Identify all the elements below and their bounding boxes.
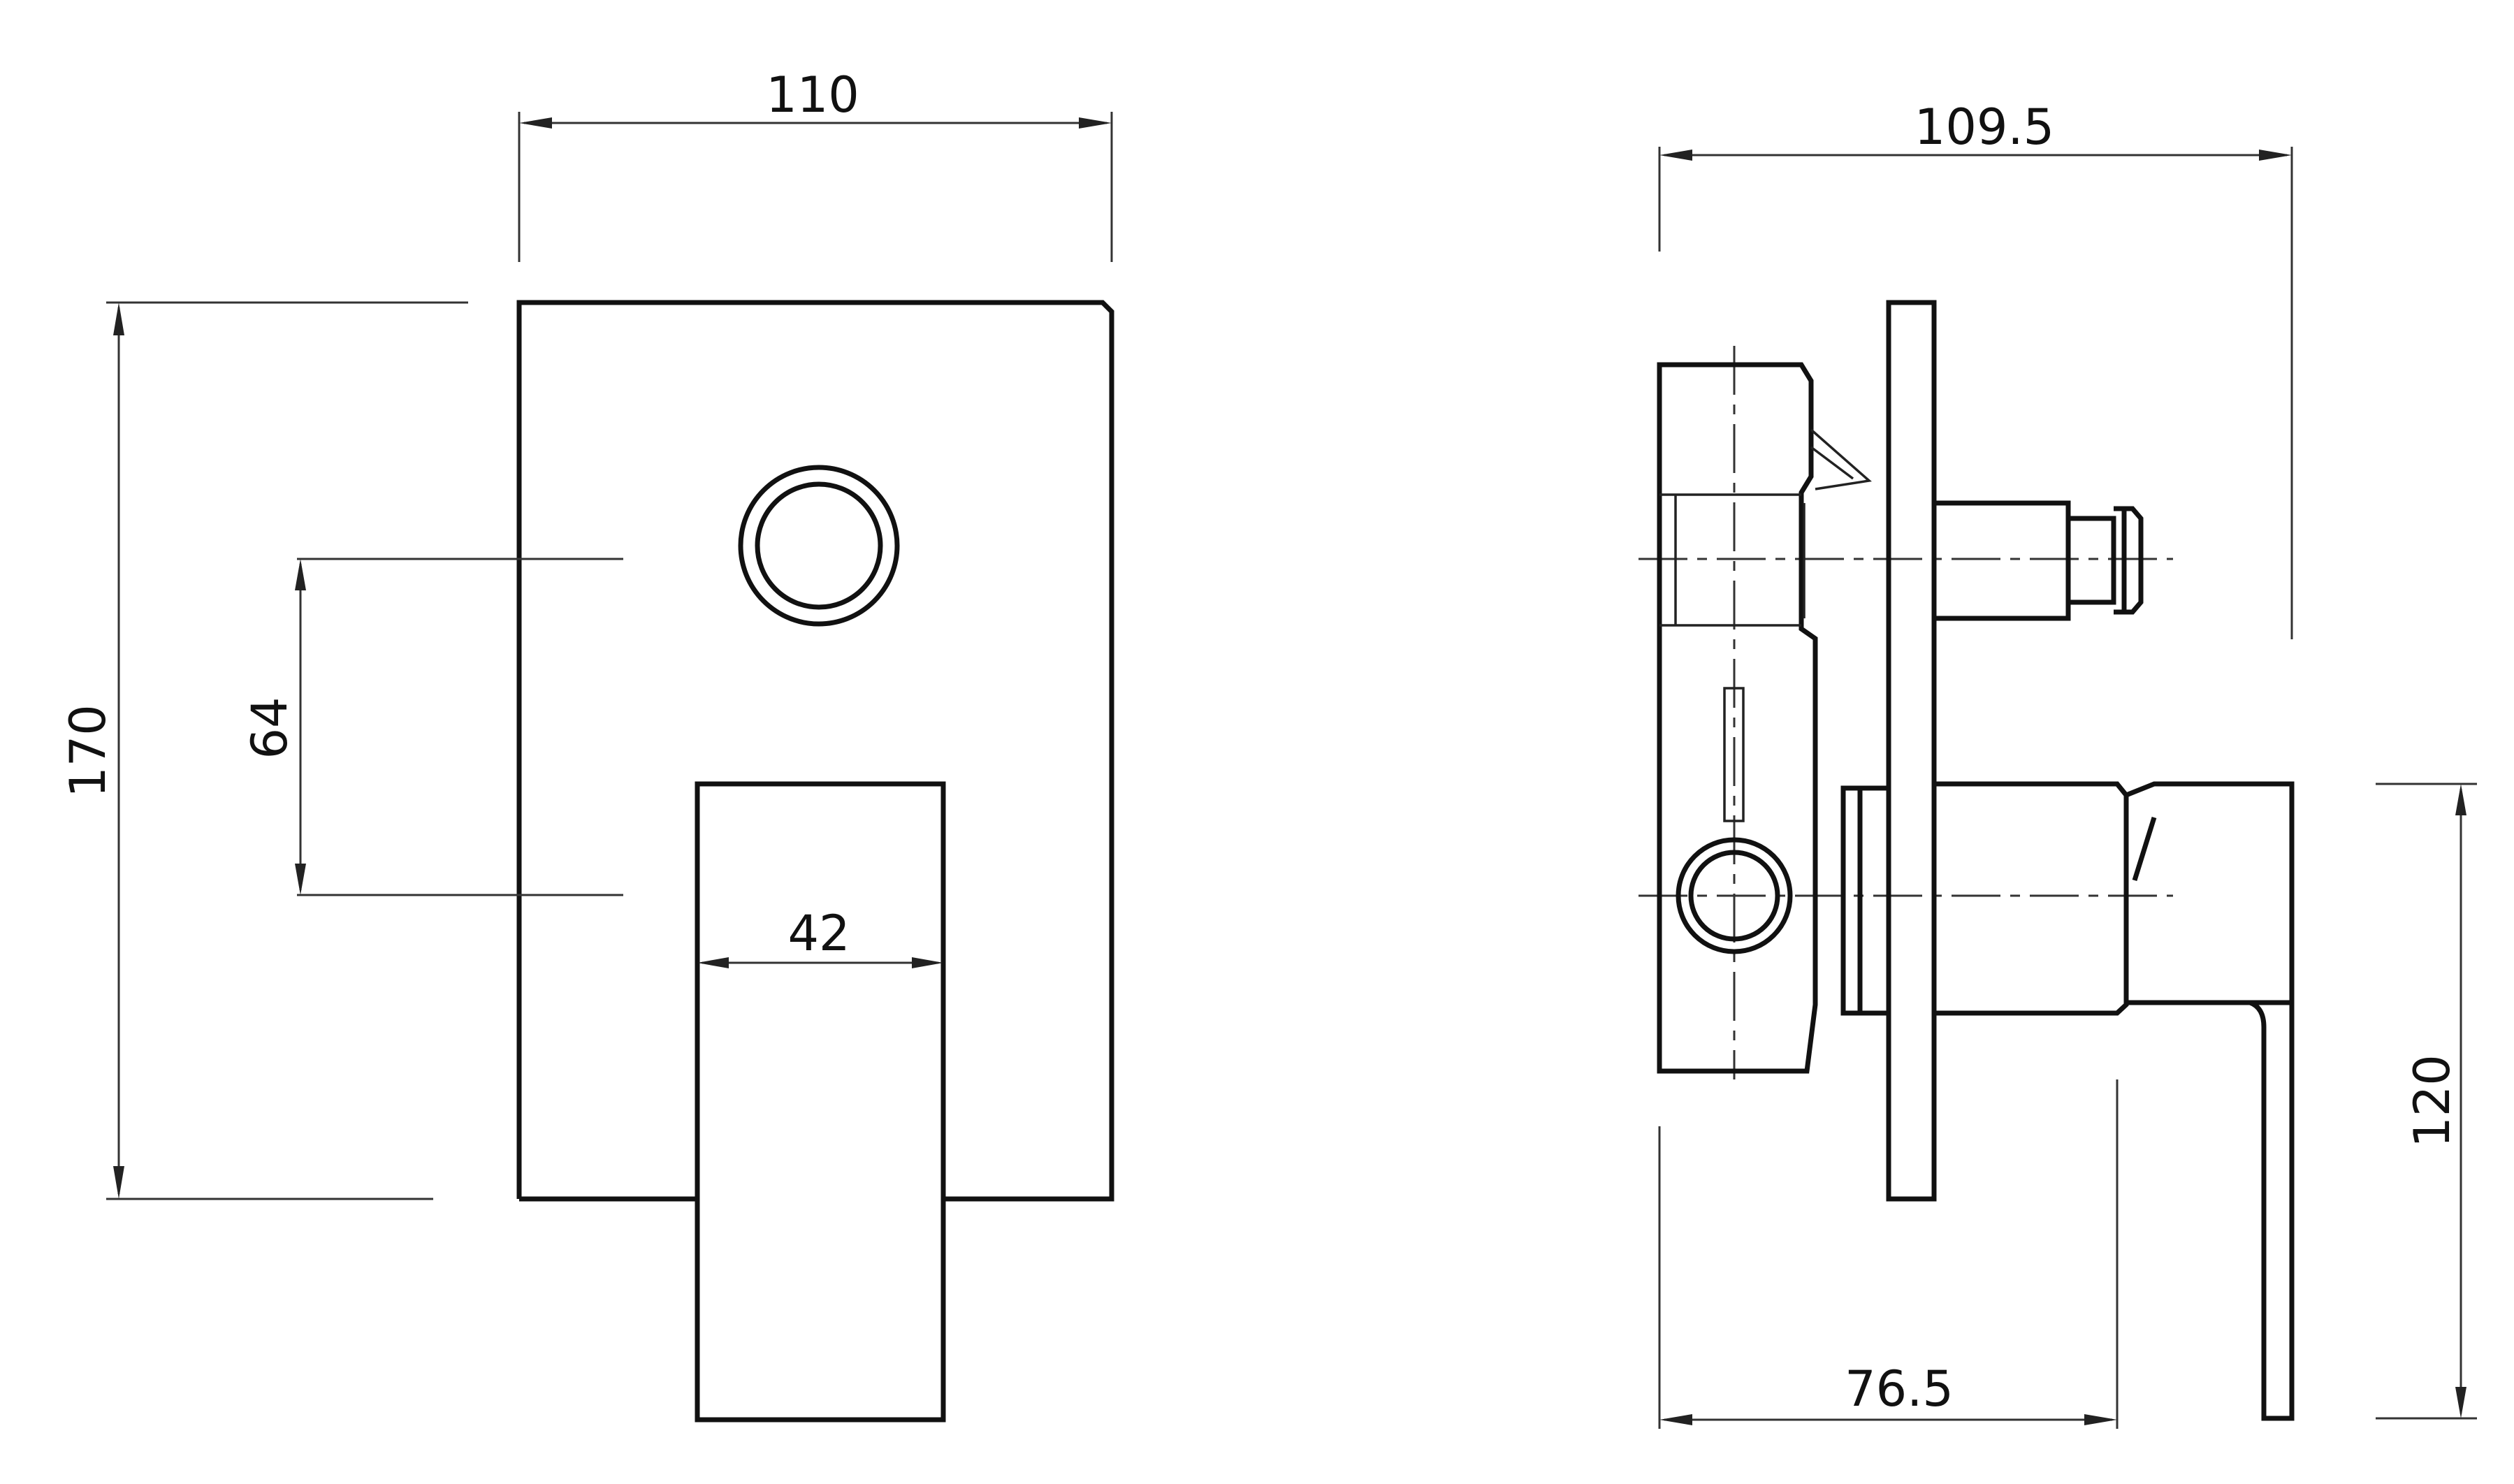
lever-handle	[695, 781, 946, 1423]
dimension-width: 110	[518, 66, 1113, 262]
front-view: 110 170 64 42	[59, 66, 1114, 1423]
dimension-height-label: 170	[59, 704, 117, 798]
dimension-body-depth: 76.5	[1658, 1079, 2119, 1429]
dimension-spacing-label: 64	[241, 697, 298, 759]
outlet-ring	[1676, 837, 1793, 954]
diverter-knob	[738, 465, 900, 627]
dimension-body-depth-label: 76.5	[1845, 1360, 1954, 1418]
dimension-handle-width-label: 42	[787, 905, 850, 962]
small-stem	[1723, 687, 1745, 822]
wall-plate	[1886, 300, 1937, 1202]
diverter-spindle	[1934, 500, 2144, 621]
lever-sleeve	[1934, 781, 2129, 1016]
valve-body	[1657, 362, 1818, 1074]
hex-segment	[1659, 493, 1805, 627]
dimension-handle-drop-label: 120	[2404, 1054, 2461, 1148]
cover-plate	[516, 300, 1114, 1202]
dimension-depth-label: 109.5	[1914, 99, 2054, 156]
dimension-height: 170	[59, 301, 468, 1200]
trim-ring	[1840, 785, 1891, 1016]
body-brace	[1810, 428, 1872, 490]
lever-arm	[2125, 781, 2295, 1421]
dimension-width-label: 110	[766, 66, 859, 124]
dimension-handle-width: 42	[697, 905, 943, 968]
dimension-handle-drop: 120	[2376, 783, 2477, 1420]
dimension-spacing: 64	[241, 558, 623, 896]
dimension-depth: 109.5	[1658, 99, 2293, 639]
side-view: 109.5 76.5 120	[1639, 99, 2477, 1429]
